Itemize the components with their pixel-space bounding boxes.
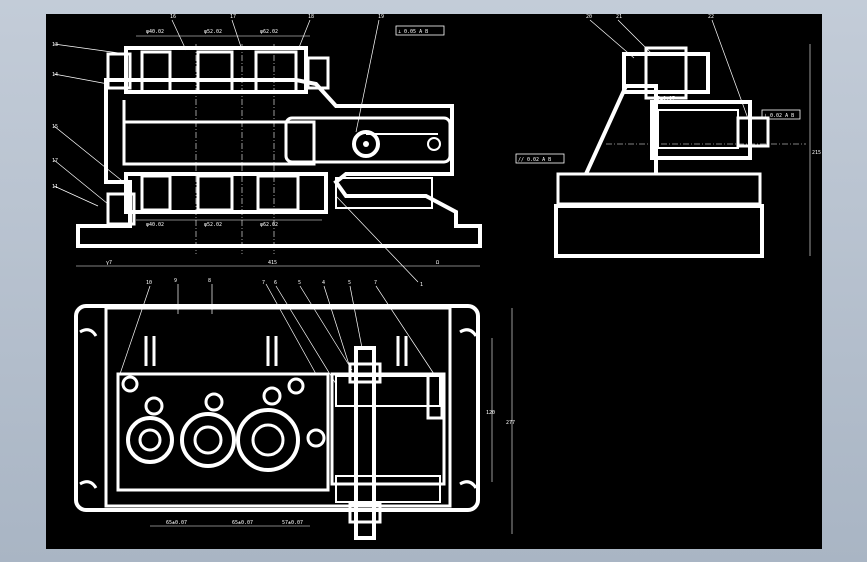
balloon-22: 22 [708,14,714,20]
balloon-17a: 17 [52,158,58,164]
balloon-9: 9 [174,278,177,284]
dim-front-top-1: φ40.02 [146,29,164,35]
balloon-7a: 7 [262,280,265,286]
balloon-19: 19 [378,14,384,20]
tolerance-side-1: ⊥ 0.02 A B [764,113,794,119]
dim-front-bottom-1: φ40.02 [146,222,164,228]
balloon-14: 14 [52,72,58,78]
balloon-20: 20 [586,14,592,20]
front-view: φ40.02 φ52.02 φ62.02 φ40.02 φ52.02 φ62.0… [52,14,482,267]
balloon-10: 10 [146,280,152,286]
dim-plan-2: 65±0.07 [232,520,253,526]
tolerance-frame [395,25,445,36]
dim-side-height: 215 [812,150,821,156]
dim-front-top-3: φ62.02 [260,29,278,35]
balloon-8: 8 [208,278,211,284]
balloon-6: 6 [274,280,277,286]
dim-front-top-2: φ52.02 [204,29,222,35]
balloon-13: 13 [52,42,58,48]
dim-side-a: 55±0.07 [654,96,675,102]
balloon-21: 21 [616,14,622,20]
dim-plan-1: 65±0.07 [166,520,187,526]
balloon-11: 11 [52,184,58,190]
tolerance-side-2: // 0.02 A B [518,157,551,163]
dim-front-right: Ω [436,260,439,266]
balloon-17b: 17 [230,14,236,20]
side-view: ⊥ 0.02 A B // 0.02 A B 215 55±0.07 20 21… [515,14,821,258]
balloon-18: 18 [308,14,314,20]
dim-plan-height: 120 [486,410,495,416]
dim-plan-3: 57±0.07 [282,520,303,526]
balloon-4: 4 [322,280,325,286]
tolerance-top: ⊥ 0.05 A B [398,29,428,35]
balloon-15: 15 [52,124,58,130]
dim-front-bottom-3: φ62.02 [260,222,278,228]
balloon-5a: 5 [298,280,301,286]
cad-drawing: φ40.02 φ52.02 φ62.02 φ40.02 φ52.02 φ62.0… [52,14,821,540]
dim-front-bottom-2: φ52.02 [204,222,222,228]
dim-front-total: 415 [268,260,277,266]
drawing-sheet: φ40.02 φ52.02 φ62.02 φ40.02 φ52.02 φ62.0… [46,14,822,549]
dim-plan-total: 277 [506,420,515,426]
balloon-5b: 5 [348,280,351,286]
balloon-7b: 7 [374,280,377,286]
balloon-1: 1 [420,282,423,288]
balloon-16: 16 [170,14,176,20]
plan-view: 65±0.07 65±0.07 57±0.07 120 277 10 9 8 7… [74,195,515,540]
dim-front-left: γ7 [106,260,112,266]
